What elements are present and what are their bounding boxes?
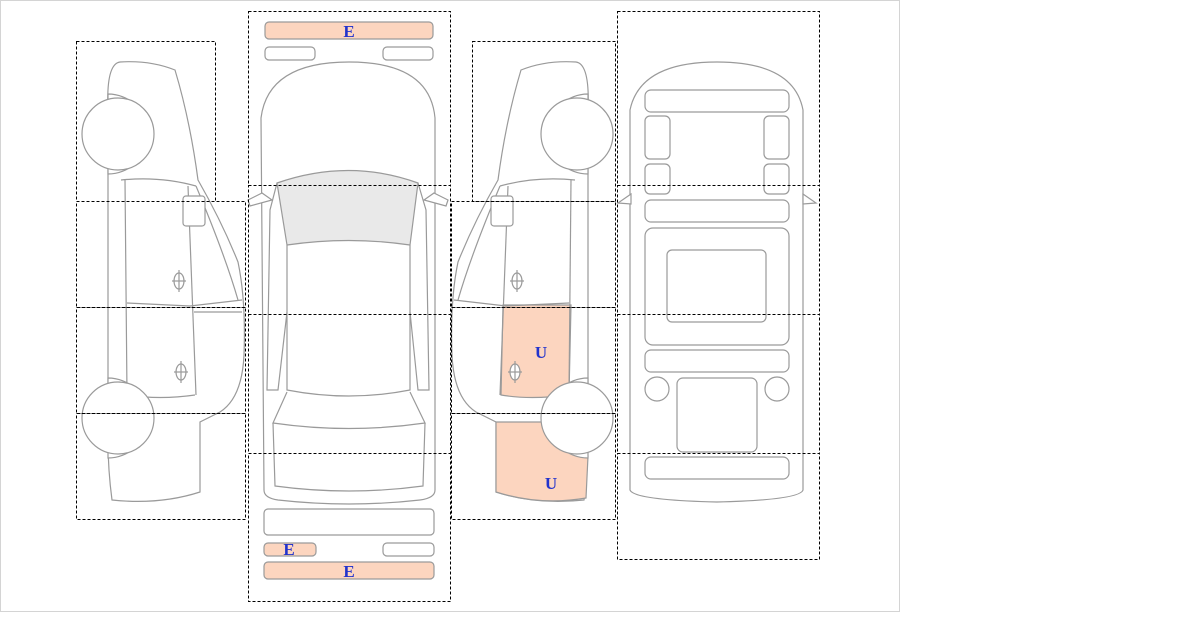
top-view: E E E: [247, 21, 449, 581]
zone-left-rear-door: [76, 307, 246, 414]
inspection-zones: [76, 11, 820, 602]
right-front-door-handle-icon: [510, 270, 524, 292]
rear-right-light: [382, 542, 435, 557]
right-front-wheel-icon: [540, 93, 614, 175]
left-rear-wheel-icon: [81, 377, 155, 459]
zone-right-front-fender: [472, 41, 616, 202]
right-rear-wheel-icon: [540, 377, 614, 459]
left-side-roofline: [120, 178, 197, 187]
diagram-frame: [0, 0, 900, 612]
right-rear-door-damage-code: U: [535, 343, 547, 362]
front-crossmember: [644, 89, 790, 113]
front-right-rail: [763, 115, 790, 160]
spare-tire-well: [676, 377, 758, 453]
rear-left-mount-icon: [644, 376, 670, 402]
front-left-light: [264, 46, 316, 61]
front-left-rail: [644, 115, 671, 160]
zone-left-front-fender: [76, 41, 216, 202]
left-side-beltline: [126, 299, 243, 307]
right-mirror-top: [422, 192, 449, 207]
left-front-wheel-icon: [81, 93, 155, 175]
firewall-crossmember: [644, 199, 790, 223]
left-rear-door-handle-icon: [174, 361, 188, 383]
front-left-mount: [644, 163, 671, 195]
right-side-roofline: [499, 178, 576, 187]
left-side-mirror: [182, 195, 206, 227]
rear-left-light-damage-code: E: [283, 540, 294, 559]
rear-panel: [263, 508, 435, 536]
windshield: [276, 169, 419, 246]
underbody-left-mirror: [616, 192, 632, 205]
front-right-light: [382, 46, 434, 61]
rear-seat-crossmember: [644, 349, 790, 373]
right-side-view: U U: [451, 61, 614, 502]
right-side-beltline: [453, 299, 570, 307]
left-pillar-line: [266, 182, 288, 391]
zone-left-rear-quarter: [76, 413, 246, 520]
right-pillar-line: [409, 182, 430, 391]
right-side-mirror: [490, 195, 514, 227]
left-mirror-top: [247, 192, 274, 207]
rear-crossmember: [644, 456, 790, 480]
zone-left-front-door: [76, 201, 246, 308]
left-front-door-handle-icon: [172, 270, 186, 292]
trunk-outline: [272, 422, 426, 492]
front-bumper-damage: [264, 21, 434, 40]
zone-trunk: [248, 453, 451, 602]
front-bumper-damage-code: E: [343, 22, 354, 41]
rear-right-mount-icon: [764, 376, 790, 402]
front-right-mount: [763, 163, 790, 195]
right-rear-quarter-damage-code: U: [545, 474, 557, 493]
right-rear-door-handle-icon: [508, 361, 522, 383]
underbody-right-mirror: [802, 192, 818, 205]
zone-right-rear-quarter: [451, 413, 616, 520]
floor-tunnel: [666, 249, 767, 323]
left-side-view: [81, 61, 245, 502]
right-side-sill: [568, 179, 572, 396]
zone-underbody-rear: [617, 453, 820, 560]
rear-window: [272, 391, 426, 430]
rear-bumper-damage-code: E: [343, 562, 354, 581]
cabin-outline: [286, 245, 411, 397]
rear-bumper-damage: [263, 561, 435, 580]
rear-left-light-damage: [263, 542, 317, 557]
underbody-view: [616, 61, 818, 503]
